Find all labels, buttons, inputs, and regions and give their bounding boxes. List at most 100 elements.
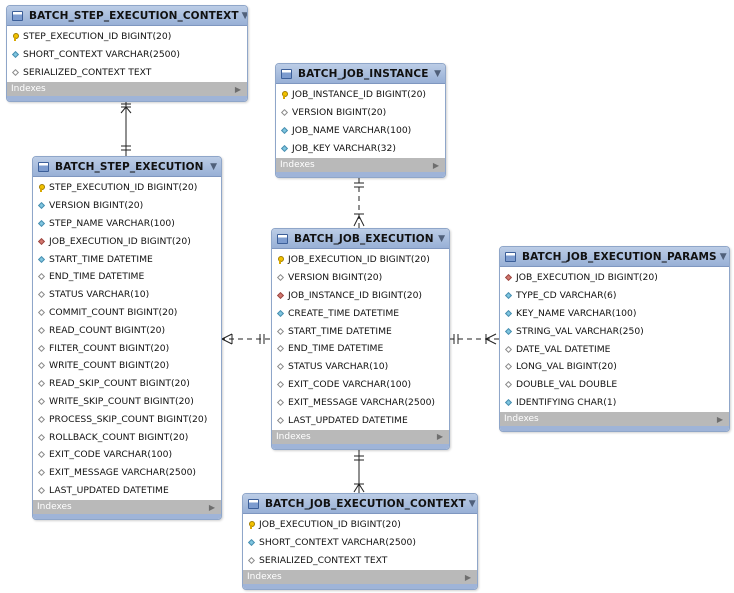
column-row[interactable]: JOB_EXECUTION_ID BIGINT(20) xyxy=(272,251,449,269)
table-header[interactable]: BATCH_JOB_INSTANCE ▼ xyxy=(276,64,445,84)
column-row[interactable]: WRITE_COUNT BIGINT(20) xyxy=(33,357,221,375)
column-label: LONG_VAL BIGINT(20) xyxy=(516,361,617,373)
primary-key-icon xyxy=(247,520,255,529)
column-row[interactable]: DATE_VAL DATETIME xyxy=(500,340,729,358)
column-label: READ_COUNT BIGINT(20) xyxy=(49,324,166,336)
column-row[interactable]: STEP_EXECUTION_ID BIGINT(20) xyxy=(33,179,221,197)
foreign-key-icon xyxy=(37,237,45,245)
column-row[interactable]: END_TIME DATETIME xyxy=(33,268,221,286)
nullable-column-icon xyxy=(280,109,288,117)
nullable-column-icon xyxy=(37,308,45,316)
chevron-right-icon[interactable]: ▶ xyxy=(208,502,215,512)
table-batch-step-execution[interactable]: BATCH_STEP_EXECUTION ▼ STEP_EXECUTION_ID… xyxy=(32,156,222,521)
column-row[interactable]: LAST_UPDATED DATETIME xyxy=(272,411,449,429)
column-row[interactable]: VERSION BIGINT(20) xyxy=(276,104,445,122)
column-row[interactable]: VERSION BIGINT(20) xyxy=(272,269,449,287)
table-batch-job-execution-params[interactable]: BATCH_JOB_EXECUTION_PARAMS ▼ JOB_EXECUTI… xyxy=(499,246,730,433)
chevron-down-icon[interactable]: ▼ xyxy=(438,233,445,244)
column-row[interactable]: EXIT_MESSAGE VARCHAR(2500) xyxy=(33,464,221,482)
column-row[interactable]: DOUBLE_VAL DOUBLE xyxy=(500,376,729,394)
column-row[interactable]: STEP_NAME VARCHAR(100) xyxy=(33,215,221,233)
chevron-down-icon[interactable]: ▼ xyxy=(719,251,727,262)
chevron-right-icon[interactable]: ▶ xyxy=(432,160,439,170)
table-title: BATCH_JOB_EXECUTION xyxy=(294,232,434,245)
column-row[interactable]: JOB_NAME VARCHAR(100) xyxy=(276,122,445,140)
chevron-right-icon[interactable]: ▶ xyxy=(234,84,241,94)
indexes-bar[interactable]: Indexes ▶ xyxy=(7,82,247,97)
column-row[interactable]: JOB_INSTANCE_ID BIGINT(20) xyxy=(276,86,445,104)
indexes-bar[interactable]: Indexes ▶ xyxy=(500,412,729,427)
column-label: LAST_UPDATED DATETIME xyxy=(288,414,408,426)
column-label: SERIALIZED_CONTEXT TEXT xyxy=(23,66,152,78)
chevron-down-icon[interactable]: ▼ xyxy=(210,161,217,172)
column-label: JOB_NAME VARCHAR(100) xyxy=(292,124,412,136)
column-row[interactable]: SHORT_CONTEXT VARCHAR(2500) xyxy=(7,46,247,64)
nullable-column-icon xyxy=(37,486,45,494)
indexes-bar[interactable]: Indexes ▶ xyxy=(276,158,445,173)
indexes-bar[interactable]: Indexes ▶ xyxy=(33,500,221,515)
primary-key-icon xyxy=(276,255,284,264)
column-row[interactable]: START_TIME DATETIME xyxy=(272,322,449,340)
column-label: STEP_EXECUTION_ID BIGINT(20) xyxy=(23,31,172,43)
column-row[interactable]: SHORT_CONTEXT VARCHAR(2500) xyxy=(243,534,477,552)
column-row[interactable]: SERIALIZED_CONTEXT TEXT xyxy=(243,552,477,570)
foreign-key-icon xyxy=(504,274,512,282)
column-row[interactable]: EXIT_CODE VARCHAR(100) xyxy=(33,446,221,464)
table-header[interactable]: BATCH_JOB_EXECUTION ▼ xyxy=(272,229,449,249)
table-batch-job-execution-context[interactable]: BATCH_JOB_EXECUTION_CONTEXT ▼ JOB_EXECUT… xyxy=(242,493,478,591)
table-header[interactable]: BATCH_STEP_EXECUTION ▼ xyxy=(33,157,221,177)
chevron-right-icon[interactable]: ▶ xyxy=(464,572,471,582)
column-row[interactable]: START_TIME DATETIME xyxy=(33,250,221,268)
indexes-bar[interactable]: Indexes ▶ xyxy=(243,570,477,585)
column-row[interactable]: IDENTIFYING CHAR(1) xyxy=(500,394,729,412)
column-row[interactable]: LONG_VAL BIGINT(20) xyxy=(500,358,729,376)
column-row[interactable]: JOB_INSTANCE_ID BIGINT(20) xyxy=(272,287,449,305)
column-row[interactable]: ROLLBACK_COUNT BIGINT(20) xyxy=(33,428,221,446)
nullable-column-icon xyxy=(37,362,45,370)
column-row[interactable]: END_TIME DATETIME xyxy=(272,340,449,358)
chevron-down-icon[interactable]: ▼ xyxy=(434,68,441,79)
table-batch-job-instance[interactable]: BATCH_JOB_INSTANCE ▼ JOB_INSTANCE_ID BIG… xyxy=(275,63,446,179)
column-row[interactable]: READ_COUNT BIGINT(20) xyxy=(33,321,221,339)
column-row[interactable]: COMMIT_COUNT BIGINT(20) xyxy=(33,304,221,322)
column-row[interactable]: STATUS VARCHAR(10) xyxy=(272,358,449,376)
column-row[interactable]: STRING_VAL VARCHAR(250) xyxy=(500,322,729,340)
column-row[interactable]: VERSION BIGINT(20) xyxy=(33,197,221,215)
column-row[interactable]: EXIT_MESSAGE VARCHAR(2500) xyxy=(272,393,449,411)
column-row[interactable]: PROCESS_SKIP_COUNT BIGINT(20) xyxy=(33,410,221,428)
nullable-column-icon xyxy=(276,398,284,406)
chevron-right-icon[interactable]: ▶ xyxy=(716,414,723,424)
column-label: CREATE_TIME DATETIME xyxy=(288,307,400,319)
column-label: IDENTIFYING CHAR(1) xyxy=(516,396,617,408)
nullable-column-icon xyxy=(37,273,45,281)
column-row[interactable]: KEY_NAME VARCHAR(100) xyxy=(500,305,729,323)
column-label: STRING_VAL VARCHAR(250) xyxy=(516,325,644,337)
column-row[interactable]: JOB_EXECUTION_ID BIGINT(20) xyxy=(243,516,477,534)
column-row[interactable]: WRITE_SKIP_COUNT BIGINT(20) xyxy=(33,393,221,411)
column-row[interactable]: STATUS VARCHAR(10) xyxy=(33,286,221,304)
column-row[interactable]: JOB_KEY VARCHAR(32) xyxy=(276,139,445,157)
column-row[interactable]: EXIT_CODE VARCHAR(100) xyxy=(272,376,449,394)
chevron-right-icon[interactable]: ▶ xyxy=(436,432,443,442)
table-batch-step-execution-context[interactable]: BATCH_STEP_EXECUTION_CONTEXT ▼ STEP_EXEC… xyxy=(6,5,248,103)
table-header[interactable]: BATCH_STEP_EXECUTION_CONTEXT ▼ xyxy=(7,6,247,26)
column-row[interactable]: LAST_UPDATED DATETIME xyxy=(33,482,221,500)
column-row[interactable]: JOB_EXECUTION_ID BIGINT(20) xyxy=(33,232,221,250)
column-row[interactable]: CREATE_TIME DATETIME xyxy=(272,304,449,322)
indexes-bar[interactable]: Indexes ▶ xyxy=(272,429,449,444)
nullable-column-icon xyxy=(276,345,284,353)
nullable-column-icon xyxy=(276,416,284,424)
column-row[interactable]: SERIALIZED_CONTEXT TEXT xyxy=(7,64,247,82)
column-row[interactable]: TYPE_CD VARCHAR(6) xyxy=(500,287,729,305)
column-row[interactable]: JOB_EXECUTION_ID BIGINT(20) xyxy=(500,269,729,287)
column-row[interactable]: READ_SKIP_COUNT BIGINT(20) xyxy=(33,375,221,393)
chevron-down-icon[interactable]: ▼ xyxy=(468,498,476,509)
nullable-column-icon xyxy=(37,291,45,299)
table-header[interactable]: BATCH_JOB_EXECUTION_CONTEXT ▼ xyxy=(243,494,477,514)
table-icon xyxy=(12,10,23,21)
table-batch-job-execution[interactable]: BATCH_JOB_EXECUTION ▼ JOB_EXECUTION_ID B… xyxy=(271,228,450,450)
table-header[interactable]: BATCH_JOB_EXECUTION_PARAMS ▼ xyxy=(500,247,729,267)
chevron-down-icon[interactable]: ▼ xyxy=(241,10,248,21)
column-row[interactable]: FILTER_COUNT BIGINT(20) xyxy=(33,339,221,357)
column-row[interactable]: STEP_EXECUTION_ID BIGINT(20) xyxy=(7,28,247,46)
